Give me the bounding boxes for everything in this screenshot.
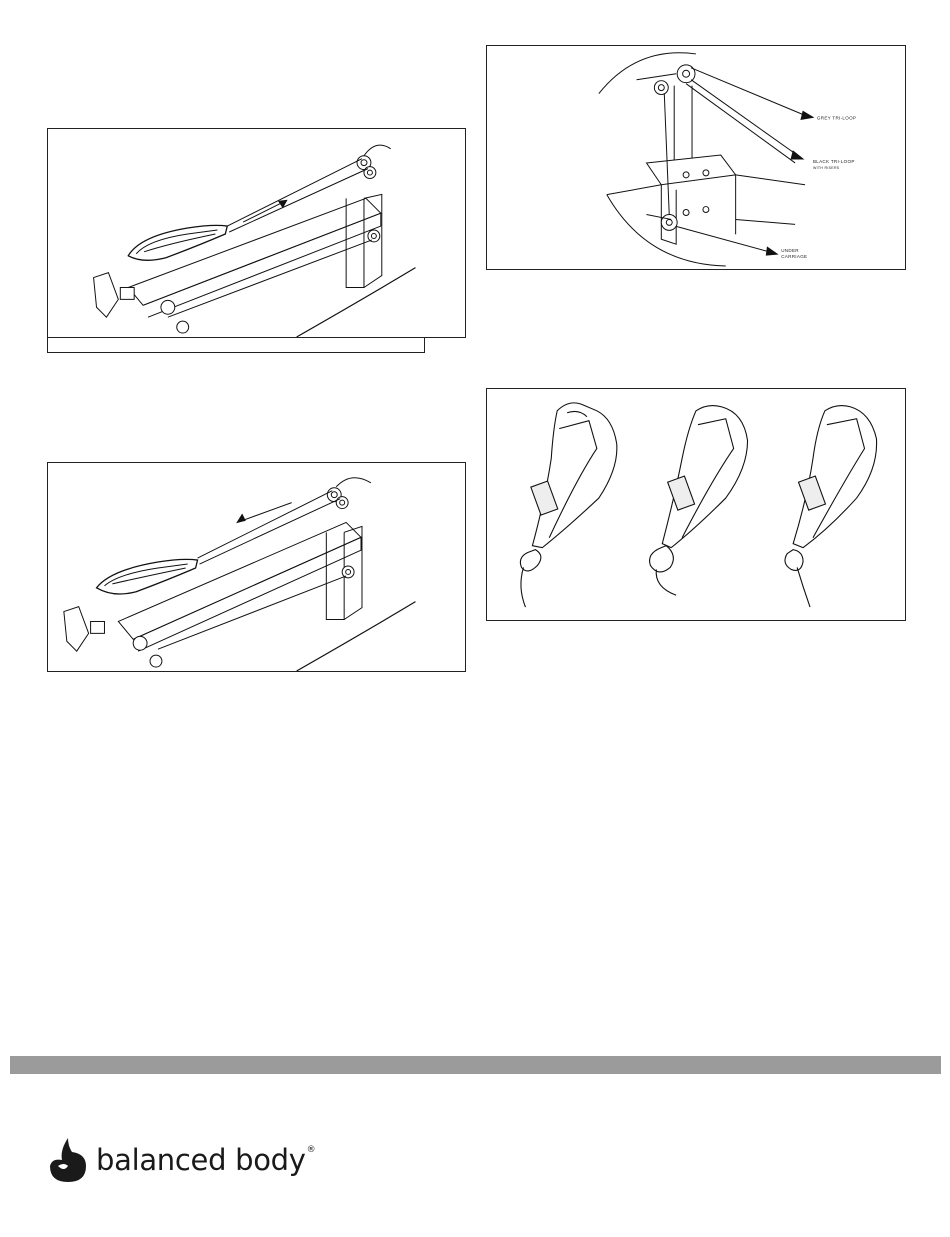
figure-caption-box <box>47 337 425 353</box>
label-black-tri-loop: BLACK TRI-LOOP <box>813 159 855 164</box>
balanced-body-logo-icon <box>46 1136 90 1184</box>
reformer-rope-figure-1 <box>47 128 466 338</box>
balanced-body-logo: balanced body® <box>46 1136 315 1184</box>
reformer-rope-figure-2 <box>47 462 466 672</box>
strap-loop-1 <box>520 403 616 607</box>
label-carriage: CARRIAGE <box>781 254 807 259</box>
strap-loop-3 <box>785 406 877 608</box>
footer-divider-bar <box>10 1056 941 1074</box>
label-under: UNDER <box>781 248 799 253</box>
pulley-routing-figure: GREY TRI-LOOP BLACK TRI-LOOP WITH RISERS… <box>486 45 906 270</box>
label-black-tri-loop-sub: WITH RISERS <box>813 166 840 170</box>
registered-mark: ® <box>307 1145 316 1155</box>
brand-name: balanced body® <box>96 1143 315 1177</box>
label-grey-tri-loop: GREY TRI-LOOP <box>817 115 856 120</box>
strap-loop-2 <box>650 406 748 596</box>
strap-loop-attachment-figure <box>486 388 906 621</box>
